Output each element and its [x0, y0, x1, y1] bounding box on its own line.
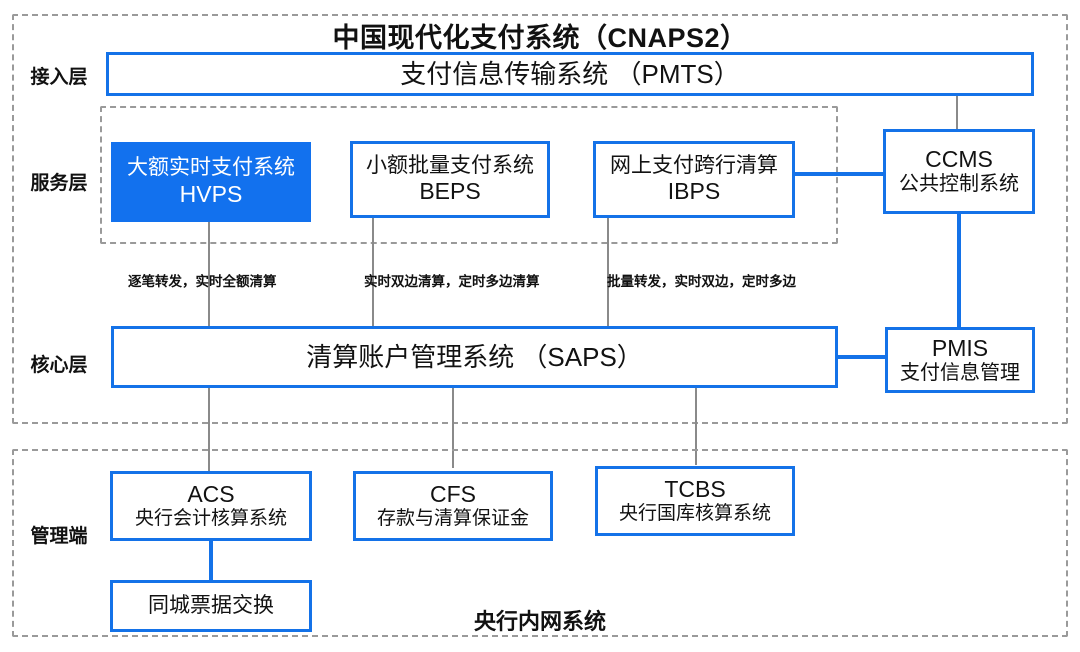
node-pmis[interactable]: PMIS 支付信息管理 [885, 327, 1035, 393]
annotation-beps: 实时双边清算，定时多边清算 [364, 274, 540, 289]
node-acs[interactable]: ACS 央行会计核算系统 [110, 471, 312, 541]
layer-label-admin: 管理端 [30, 526, 88, 547]
node-hvps-label-cn: 大额实时支付系统 [127, 156, 295, 180]
connector-ccms-pmis [957, 212, 961, 327]
node-pmts-label: 支付信息传输系统 （PMTS） [400, 58, 740, 89]
node-hvps[interactable]: 大额实时支付系统 HVPS [111, 142, 311, 222]
node-beps-label-cn: 小额批量支付系统 [366, 153, 534, 177]
connector-ibps-ccms [795, 172, 885, 176]
annotation-hvps: 逐笔转发，实时全额清算 [128, 274, 277, 289]
node-ccms-label-cn: 公共控制系统 [899, 173, 1019, 196]
node-tcbs[interactable]: TCBS 央行国库核算系统 [595, 466, 795, 536]
node-pmis-label-en: PMIS [931, 334, 989, 361]
connector-saps-acs [208, 388, 210, 474]
node-tcbs-label-cn: 央行国库核算系统 [618, 503, 771, 525]
node-ibps-label-cn: 网上支付跨行清算 [610, 153, 778, 177]
connector-saps-pmis [838, 355, 888, 359]
node-ccms[interactable]: CCMS 公共控制系统 [883, 129, 1035, 214]
node-cfs-label-cn: 存款与清算保证金 [376, 508, 529, 530]
node-cfs-label-en: CFS [430, 481, 476, 508]
connector-beps-saps [372, 218, 374, 328]
layer-label-service: 服务层 [30, 173, 88, 194]
annotation-ibps: 批量转发，实时双边，定时多边 [607, 274, 796, 289]
node-ibps[interactable]: 网上支付跨行清算 IBPS [593, 141, 795, 218]
node-saps[interactable]: 清算账户管理系统 （SAPS） [111, 326, 838, 388]
node-acs-label-cn: 央行会计核算系统 [134, 508, 287, 530]
node-cfs[interactable]: CFS 存款与清算保证金 [353, 471, 553, 541]
node-pmis-label-cn: 支付信息管理 [900, 361, 1020, 384]
intranet-title: 央行内网系统 [473, 609, 606, 634]
node-beps-label-en: BEPS [419, 178, 481, 205]
node-ccms-label-en: CCMS [925, 146, 993, 173]
node-hvps-label-en: HVPS [179, 180, 243, 207]
connector-pmts-ccms [956, 95, 958, 130]
connector-saps-tcbs [695, 388, 697, 465]
node-tongcheng-label: 同城票据交换 [148, 593, 274, 617]
node-saps-label: 清算账户管理系统 （SAPS） [306, 341, 643, 372]
connector-ibps-saps [607, 218, 609, 328]
node-tongcheng[interactable]: 同城票据交换 [110, 580, 312, 632]
node-tcbs-label-en: TCBS [664, 476, 726, 503]
node-pmts[interactable]: 支付信息传输系统 （PMTS） [106, 52, 1034, 96]
connector-saps-cfs [452, 388, 454, 468]
layer-label-access: 接入层 [30, 67, 88, 88]
node-acs-label-en: ACS [187, 481, 235, 508]
connector-acs-tongcheng [209, 538, 213, 582]
node-ibps-label-en: IBPS [667, 178, 721, 205]
page-title: 中国现代化支付系统（CNAPS2） [332, 23, 748, 53]
connector-hvps-saps [208, 222, 210, 328]
node-beps[interactable]: 小额批量支付系统 BEPS [350, 141, 550, 218]
layer-label-core: 核心层 [30, 355, 88, 376]
cnaps2-region [12, 14, 1068, 424]
intranet-region [12, 449, 1068, 637]
